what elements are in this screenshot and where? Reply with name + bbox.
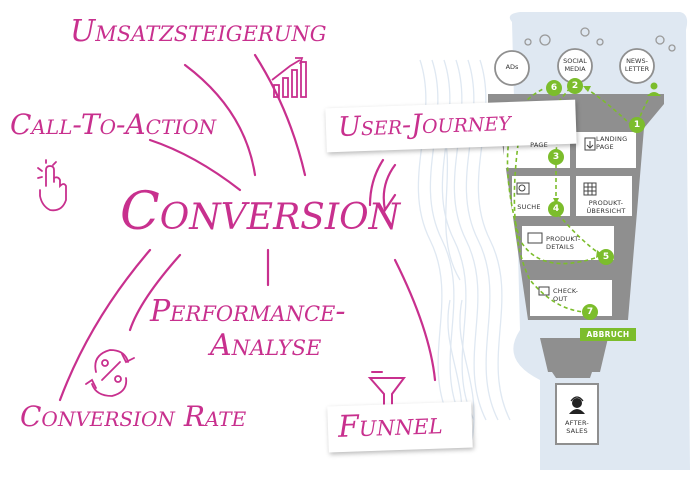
- source-newsletter-circle: [619, 48, 655, 84]
- aftersales-label: AFTER- SALES: [565, 419, 589, 435]
- source-ads-label: ADs: [505, 63, 519, 71]
- bubbles: [524, 27, 676, 52]
- stage-suche-label: SUCHE: [517, 203, 541, 211]
- abbruch-badge: ABBRUCH: [580, 328, 636, 341]
- center-conversion: Conversion: [120, 182, 401, 242]
- step-5: 5: [598, 249, 614, 265]
- growth-chart-icon: [271, 57, 307, 98]
- step-2: 2: [567, 78, 583, 94]
- step-4: 4: [548, 201, 564, 217]
- stage-page-label: PAGE: [530, 141, 548, 149]
- source-social-label: SOCIAL MEDIA: [563, 57, 587, 73]
- topic-funnel: Funnel: [337, 406, 444, 445]
- user-green-icon: [647, 82, 661, 96]
- step-3: 3: [548, 149, 564, 165]
- topic-umsatzsteigerung: Umsatzsteigerung: [70, 14, 327, 49]
- topic-call-to-action: Call-To-Action: [10, 108, 217, 141]
- step-1: 1: [629, 117, 645, 133]
- mindmap-connectors: [58, 53, 437, 402]
- source-ads-circle: [494, 50, 530, 86]
- topic-performance-line2: Analyse: [210, 328, 322, 363]
- stage-uebersicht-label: PRODUKT- ÜBERSICHT: [586, 199, 626, 215]
- stage-details-label: PRODUKT- DETAILS: [546, 235, 581, 251]
- topic-conversion-rate: Conversion Rate: [20, 400, 247, 433]
- step-7: 7: [582, 304, 598, 320]
- funnel-spout: [540, 338, 608, 378]
- topic-user-journey: User-Journey: [337, 105, 512, 144]
- step-6: 6: [546, 80, 562, 96]
- percent-cycle-icon: [85, 349, 135, 397]
- headset-user-icon: [569, 396, 585, 414]
- stage-checkout-label: CHECK- OUT: [553, 287, 579, 303]
- source-newsletter-label: NEWS- LETTER: [624, 57, 650, 73]
- click-hand-icon: [37, 159, 67, 212]
- topic-performance-line1: Performance-: [150, 294, 346, 329]
- stage-landing-label: LANDING PAGE: [596, 135, 628, 151]
